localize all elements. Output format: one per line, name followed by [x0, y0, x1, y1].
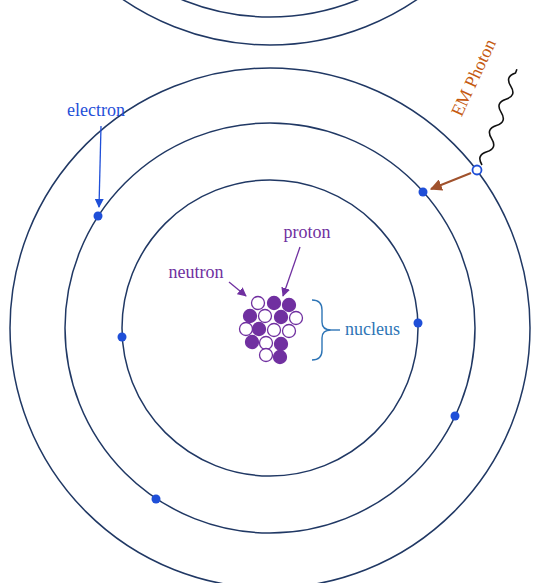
- transition-arrow: [431, 173, 471, 189]
- electron-label: electron: [67, 101, 125, 121]
- electron-dot: [94, 212, 103, 221]
- neutron-particle: [290, 312, 303, 325]
- neutron-particle: [283, 325, 296, 338]
- neutron-particle: [259, 310, 272, 323]
- neutron-particle: [260, 337, 273, 350]
- proton-label: proton: [284, 223, 331, 243]
- electron-dot: [152, 495, 161, 504]
- outer-shell: [10, 68, 530, 583]
- electron-dot: [118, 333, 127, 342]
- electron-dot: [419, 188, 428, 197]
- upper-atom-shell: [10, 0, 530, 45]
- upper-atom-shell: [38, 0, 502, 17]
- neutron-particle: [268, 324, 281, 337]
- proton-particle: [268, 297, 281, 310]
- proton-particle: [275, 311, 288, 324]
- electron-dot: [451, 412, 460, 421]
- nucleus-bracket: [312, 300, 331, 360]
- neutron-particle: [252, 297, 265, 310]
- electron-leader: [99, 126, 101, 207]
- neutron-particle: [240, 323, 253, 336]
- proton-particle: [246, 336, 259, 349]
- proton-particle: [275, 338, 288, 351]
- proton-leader: [283, 247, 300, 296]
- nucleus-label: nucleus: [345, 320, 400, 340]
- neutron-particle: [260, 349, 273, 362]
- proton-particle: [283, 299, 296, 312]
- empty-electron: [473, 166, 482, 175]
- photon-wave: [478, 68, 521, 167]
- inner-shell: [122, 180, 418, 476]
- bracket-tick: [331, 329, 340, 330]
- photon-label: EM Photon: [448, 36, 501, 119]
- electron-dot: [414, 319, 423, 328]
- neutron-label: neutron: [169, 263, 224, 283]
- electrons: [94, 188, 460, 504]
- proton-particle: [274, 351, 287, 364]
- middle-shell: [65, 123, 475, 533]
- neutron-leader: [229, 282, 246, 296]
- nucleus-cluster: [240, 297, 303, 364]
- proton-particle: [244, 310, 257, 323]
- proton-particle: [253, 323, 266, 336]
